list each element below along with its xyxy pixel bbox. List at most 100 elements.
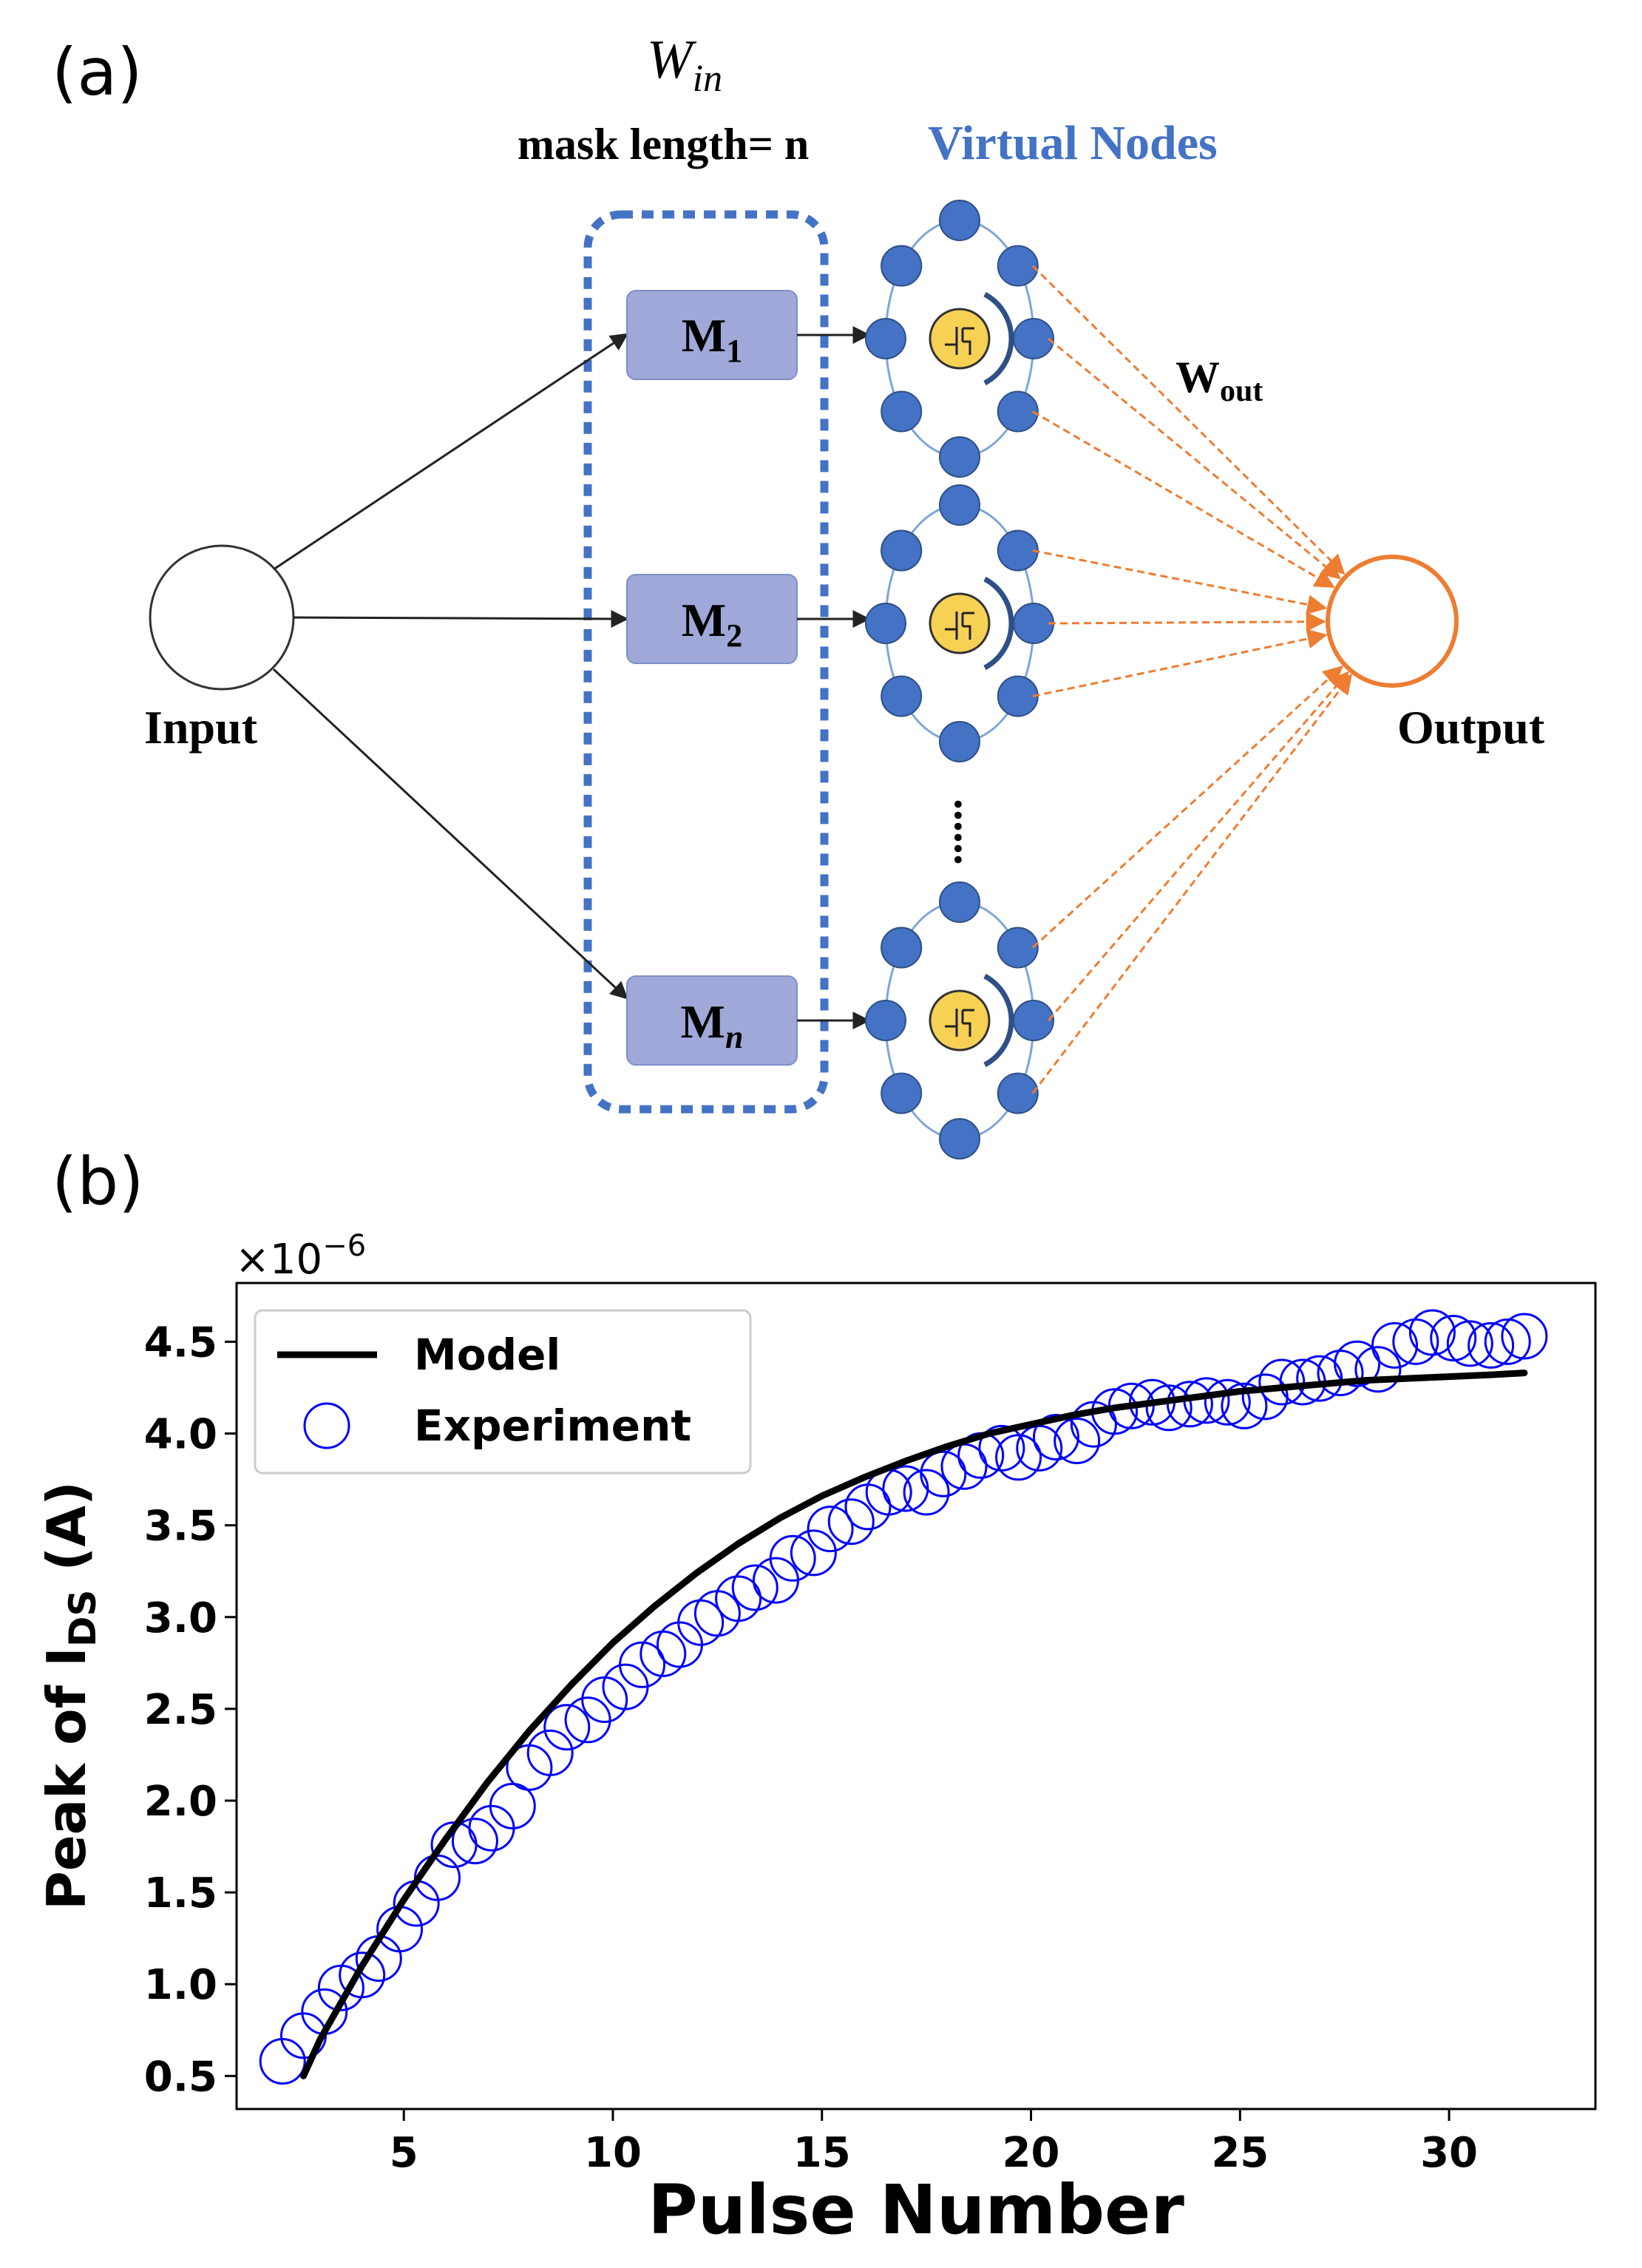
virtual-node <box>939 484 980 526</box>
virtual-node <box>865 1000 906 1041</box>
virtual-node <box>997 675 1039 717</box>
virtual-node <box>1013 318 1054 359</box>
virtual-node <box>939 721 980 762</box>
experiment-point <box>715 1575 762 1622</box>
virtual-node <box>997 529 1039 572</box>
scale-factor-label: ×10−6 <box>235 1229 366 1284</box>
experiment-point <box>1408 1309 1456 1356</box>
x-tick-label: 25 <box>1211 2129 1269 2177</box>
mask-m2-label: M2 <box>682 594 742 654</box>
y-tick-label: 3.5 <box>144 1503 217 1551</box>
reservoir-cycle-arrow <box>983 291 1014 386</box>
output-node <box>1326 555 1459 688</box>
experiment-point <box>1484 1318 1531 1365</box>
virtual-node <box>881 529 923 572</box>
plot-frame <box>235 1282 1597 2110</box>
virtual-node <box>865 318 906 359</box>
virtual-node <box>939 1118 980 1160</box>
y-tick-label: 0.5 <box>144 2053 217 2101</box>
mask-mn: Mn <box>626 975 798 1066</box>
x-tick-label: 10 <box>584 2129 642 2177</box>
virtual-node <box>1013 1000 1054 1041</box>
wout-line <box>1032 549 1328 615</box>
experiment-point <box>807 1506 854 1553</box>
win-title: Win <box>647 30 722 100</box>
transistor-symbol <box>945 1009 974 1037</box>
transistor-icon <box>929 989 991 1052</box>
x-tick-label: 5 <box>390 2129 418 2177</box>
x-tick-label: 20 <box>1002 2129 1060 2177</box>
experiment-point <box>827 1498 875 1546</box>
wout-line <box>1048 612 1326 632</box>
input-label: Input <box>144 701 258 754</box>
experiment-point <box>693 1590 741 1637</box>
model-curve <box>300 1370 1528 2079</box>
virtual-node <box>939 200 980 241</box>
mask-m2: M2 <box>626 574 798 664</box>
legend-box <box>254 1309 752 1475</box>
virtual-node <box>865 603 906 644</box>
experiment-point <box>769 1534 816 1582</box>
input-to-m2-arrow <box>293 609 629 628</box>
reservoir-cycle-arrow <box>983 973 1014 1068</box>
experiment-point <box>543 1704 591 1751</box>
mask-m1: M1 <box>626 290 798 380</box>
x-axis-label: Pulse Number <box>648 2170 1184 2250</box>
output-label: Output <box>1397 701 1545 754</box>
y-tick-label: 4.5 <box>144 1319 217 1367</box>
experiment-point <box>1016 1424 1063 1472</box>
reservoir-2 <box>865 484 1054 762</box>
experiment-point <box>1033 1414 1079 1460</box>
transistor-icon <box>929 592 991 654</box>
virtual-nodes-title: Virtual Nodes <box>928 116 1218 170</box>
panel-b-label: (b) <box>52 1143 144 1219</box>
experiment-point <box>1371 1321 1418 1369</box>
experiment-point <box>1145 1384 1193 1432</box>
experiment-point <box>731 1564 778 1611</box>
virtual-node <box>939 436 980 478</box>
mask-length-text: mask length= n <box>518 120 809 169</box>
y-tick-label: 2.0 <box>144 1778 217 1826</box>
transistor-symbol <box>945 327 974 355</box>
legend: Model Experiment <box>254 1309 752 1475</box>
experiment-point <box>920 1450 967 1497</box>
legend-model-label: Model <box>414 1330 560 1380</box>
experiment-point <box>451 1818 498 1865</box>
experiment-point <box>564 1696 611 1744</box>
virtual-node <box>881 390 923 433</box>
y-tick-label: 1.0 <box>144 1961 217 2009</box>
wout-label: Wout <box>1175 353 1263 408</box>
experiment-point <box>903 1469 950 1516</box>
transistor-symbol <box>945 612 974 640</box>
input-to-mn-arrow <box>272 668 628 1000</box>
reservoir-ellipsis: ...... <box>946 799 994 865</box>
y-tick-label: 1.5 <box>144 1869 217 1917</box>
experiment-point <box>339 1952 386 1999</box>
transistor-icon <box>929 308 991 370</box>
win-symbol: W <box>647 30 697 90</box>
experiment-point <box>790 1529 837 1577</box>
mask-mn-label: Mn <box>681 995 744 1055</box>
y-tick-label: 3.0 <box>144 1594 217 1642</box>
wout-line <box>1048 337 1341 580</box>
wout-line <box>1031 674 1352 1094</box>
experiment-point <box>1334 1340 1381 1387</box>
y-axis-ticks: 0.51.01.52.02.53.03.54.04.5 <box>144 1319 237 2101</box>
wout-connections <box>1031 265 1352 1094</box>
input-to-m1-arrow <box>273 333 628 571</box>
reservoir-3 <box>865 881 1054 1160</box>
experiment-point <box>1221 1382 1268 1429</box>
wout-line <box>1032 629 1328 697</box>
experiment-point <box>489 1782 536 1829</box>
virtual-node <box>881 1072 923 1114</box>
experiment-point <box>1446 1320 1493 1367</box>
win-subscript: in <box>693 58 722 100</box>
legend-experiment-label: Experiment <box>414 1401 691 1451</box>
virtual-node <box>997 245 1039 287</box>
y-axis-label: Peak of IDS (A) <box>35 1481 104 1910</box>
experiment-point <box>1204 1378 1251 1426</box>
